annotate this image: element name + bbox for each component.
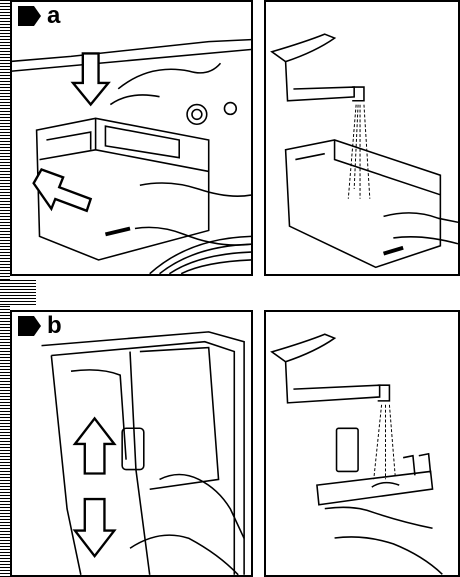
siphon-rinse-illustration	[266, 312, 458, 575]
step-letter: a	[47, 6, 60, 26]
panel-a-remove-drawer: a	[10, 0, 253, 276]
drawer-removal-illustration	[12, 2, 251, 274]
step-marker-icon	[18, 6, 34, 26]
panel-b-remove-siphon: b	[10, 310, 253, 577]
step-label-b: b	[18, 316, 62, 336]
panel-a-rinse-drawer	[264, 0, 460, 276]
drawer-rinse-illustration	[266, 2, 458, 274]
step-letter: b	[47, 316, 62, 336]
step-label-a: a	[18, 6, 60, 26]
panel-b-rinse-siphon	[264, 310, 460, 577]
siphon-removal-illustration	[12, 312, 251, 575]
step-marker-icon	[18, 316, 34, 336]
separator-stripes	[0, 280, 36, 306]
